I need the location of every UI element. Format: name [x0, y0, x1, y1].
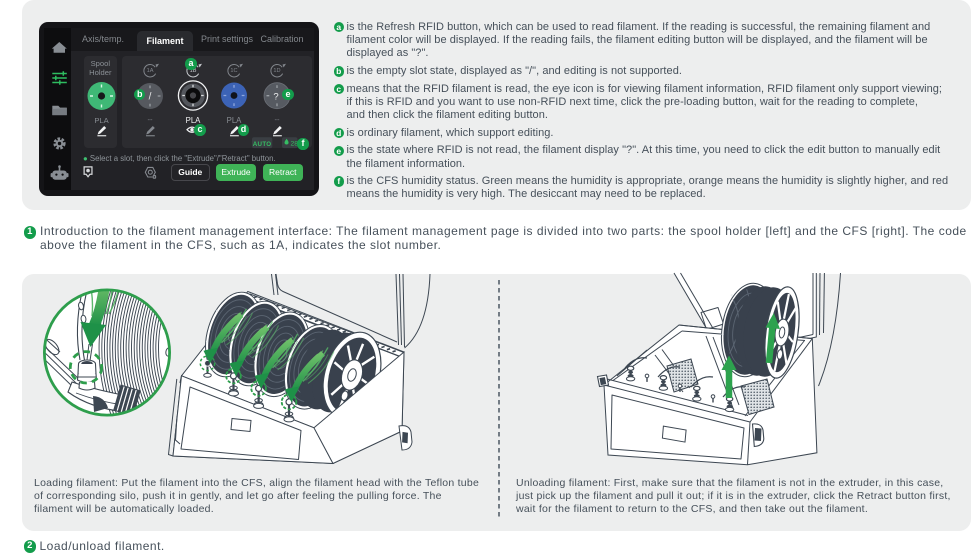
svg-text:1A: 1A — [147, 68, 154, 74]
svg-text:28: 28 — [291, 141, 299, 148]
svg-text:PLA: PLA — [186, 116, 202, 125]
svg-text:?: ? — [273, 92, 278, 103]
svg-text:1B: 1B — [190, 68, 197, 74]
svg-text:AUTO: AUTO — [253, 141, 272, 148]
svg-text:1D: 1D — [273, 68, 280, 74]
svg-text:--: -- — [147, 115, 153, 124]
svg-text:PLA: PLA — [227, 116, 243, 125]
svg-text:PLA: PLA — [94, 116, 109, 125]
svg-text:/: / — [149, 92, 152, 103]
svg-text:1C: 1C — [230, 68, 237, 74]
svg-text:--: -- — [274, 115, 280, 124]
